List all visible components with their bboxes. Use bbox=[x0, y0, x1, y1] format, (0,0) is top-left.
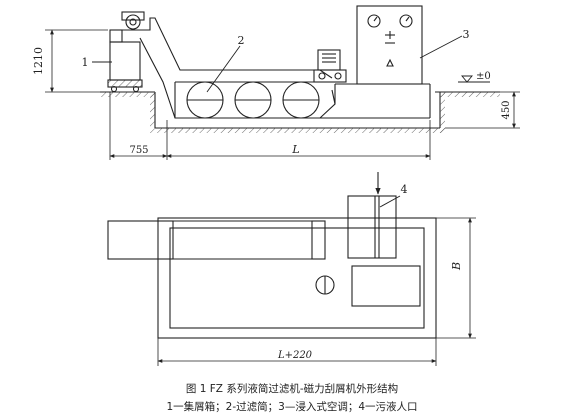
callout-1: 1 bbox=[82, 56, 89, 69]
label-L-plus-220: L+220 bbox=[277, 350, 313, 361]
callout-2: 2 bbox=[238, 34, 245, 47]
level-mark bbox=[458, 75, 490, 83]
dim-horizontal bbox=[109, 92, 431, 160]
label-level: ±0 bbox=[476, 71, 491, 82]
diagram-figure: 1210 1 2 3 ±0 450 755 L 4 B L+220 bbox=[32, 5, 520, 366]
cooling-unit bbox=[356, 5, 423, 85]
figure-legend: 1一集屑箱；2-过滤简；3—浸入式空调；4一污液人口 bbox=[166, 401, 418, 413]
dim-450 bbox=[440, 91, 520, 129]
dim-B bbox=[436, 217, 476, 339]
label-B: B bbox=[450, 262, 463, 271]
label-L: L bbox=[291, 143, 299, 156]
figure-title: 图 1 FZ 系列液简过滤机-磁力刮屑机外形结构 bbox=[185, 383, 399, 395]
side-elevation bbox=[45, 5, 520, 208]
conveyor-body bbox=[118, 11, 431, 119]
plan-view bbox=[107, 172, 476, 366]
callout-4: 4 bbox=[401, 183, 408, 196]
labels: 1210 1 2 3 ±0 450 755 L 4 B L+220 bbox=[32, 28, 512, 361]
label-755: 755 bbox=[129, 145, 148, 156]
chip-box bbox=[107, 29, 143, 93]
dim-1210 bbox=[45, 29, 108, 93]
filter-drums bbox=[186, 81, 320, 119]
callout-3: 3 bbox=[463, 28, 470, 41]
motor bbox=[313, 49, 347, 83]
label-1210: 1210 bbox=[32, 47, 45, 75]
label-450: 450 bbox=[501, 100, 512, 119]
leader-lines bbox=[92, 35, 463, 208]
dim-L-plus-220 bbox=[157, 338, 437, 366]
ground-line bbox=[100, 91, 500, 133]
